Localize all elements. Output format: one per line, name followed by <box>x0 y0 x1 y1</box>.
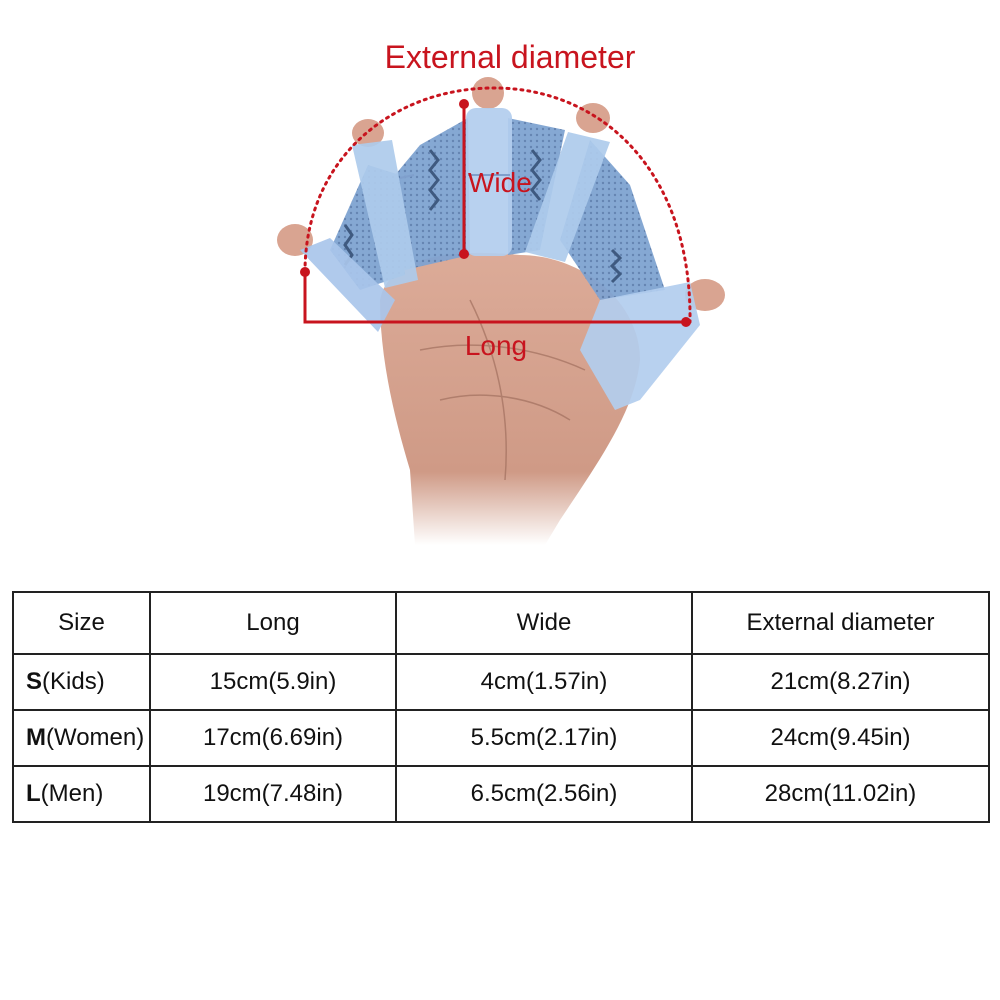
size-group: (Women) <box>46 724 145 751</box>
header-wide: Wide <box>395 591 693 655</box>
long-cell: 15cm(5.9in) <box>149 653 397 711</box>
table-header-row: Size Long Wide External diameter <box>12 591 990 655</box>
external-diameter-cell: 24cm(9.45in) <box>691 709 990 767</box>
header-size: Size <box>12 591 151 655</box>
size-letter: S <box>26 668 43 695</box>
header-long: Long <box>149 591 397 655</box>
size-group: (Men) <box>40 780 104 807</box>
long-line <box>303 272 686 324</box>
long-cell: 17cm(6.69in) <box>149 709 397 767</box>
finger-sleeves <box>300 108 700 410</box>
header-external-diameter: External diameter <box>691 591 990 655</box>
wide-cell: 6.5cm(2.56in) <box>395 765 693 823</box>
table-row: L(Men) 19cm(7.48in) 6.5cm(2.56in) 28cm(1… <box>12 765 990 823</box>
wide-label: Wide <box>468 167 532 198</box>
wide-bottom-marker <box>459 249 469 259</box>
table-row: S(Kids) 15cm(5.9in) 4cm(1.57in) 21cm(8.2… <box>12 653 990 711</box>
size-group: (Kids) <box>42 668 105 695</box>
table-row: M(Women) 17cm(6.69in) 5.5cm(2.17in) 24cm… <box>12 709 990 767</box>
long-cell: 19cm(7.48in) <box>149 765 397 823</box>
external-diameter-label: External diameter <box>385 39 636 75</box>
long-label: Long <box>465 330 527 361</box>
palm-shape <box>380 252 640 545</box>
hand-fin-illustration: External diameter Wide Long <box>277 39 725 545</box>
external-diameter-cell: 21cm(8.27in) <box>691 653 990 711</box>
size-chart-table: Size Long Wide External diameter S(Kids)… <box>12 591 990 823</box>
long-right-marker <box>681 317 691 327</box>
size-cell: S(Kids) <box>12 653 151 711</box>
size-cell: L(Men) <box>12 765 151 823</box>
size-letter: M <box>26 724 46 751</box>
external-diameter-arc <box>303 86 692 324</box>
wide-cell: 5.5cm(2.17in) <box>395 709 693 767</box>
size-letter: L <box>26 780 41 807</box>
wide-top-marker <box>459 99 469 109</box>
external-diameter-cell: 28cm(11.02in) <box>691 765 990 823</box>
size-cell: M(Women) <box>12 709 151 767</box>
long-left-marker <box>300 267 310 277</box>
wide-cell: 4cm(1.57in) <box>395 653 693 711</box>
hand-fin-figure: External diameter Wide Long <box>277 39 725 545</box>
